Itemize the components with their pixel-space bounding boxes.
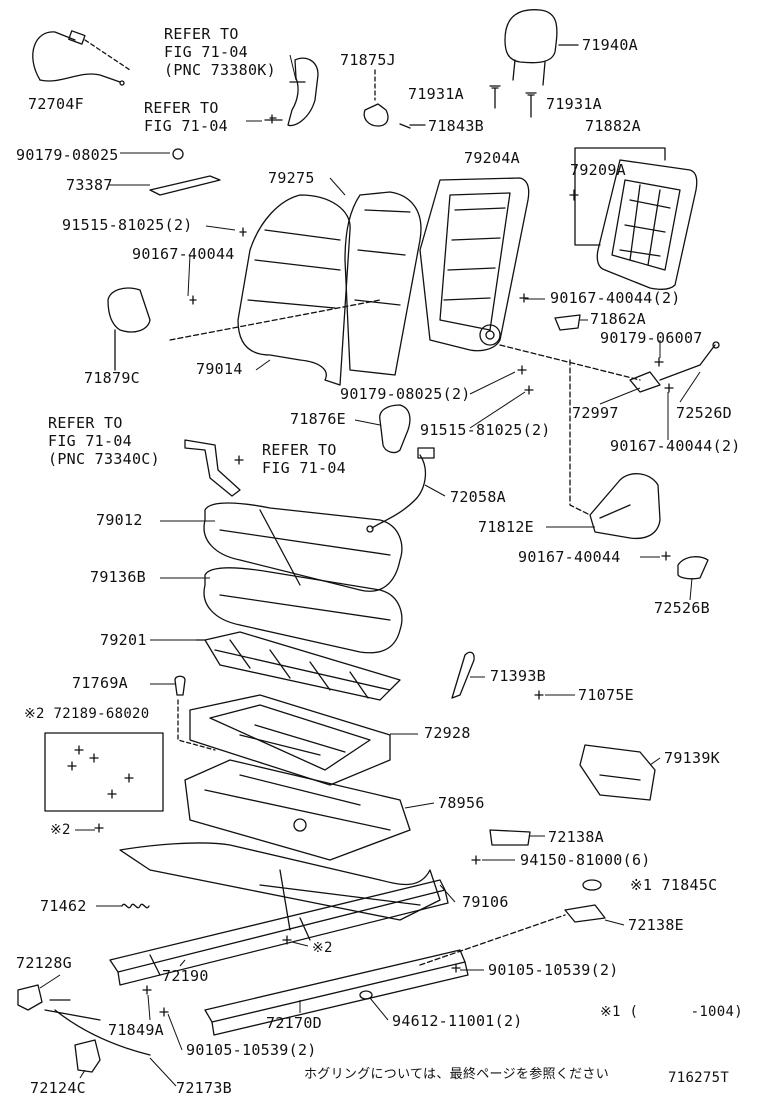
part-label-72170D: 72170D [266,1014,322,1032]
part-label-71879C: 71879C [84,369,140,387]
seat-pan-shape [189,694,391,786]
part-label-72997: 72997 [572,404,619,422]
refer-note-1-line1: REFER TO [164,25,239,43]
part-label-71862A: 71862A [590,310,646,328]
part-label-90105-10539-a: 90105-10539(2) [488,961,619,979]
part-label-71882A: 71882A [585,117,641,135]
part-label-90105-10539-b: 90105-10539(2) [186,1041,317,1059]
part-label-94612-11001: 94612-11001(2) [392,1012,523,1030]
refer-note-3-line3: (PNC 73340C) [48,450,160,468]
part-label-90167-40044-a: 90167-40044 [132,245,235,263]
japanese-note: ホグリングについては、最終ページを参照ください [304,1067,609,1082]
part-label-90179-08025-2: 90179-08025(2) [340,385,471,403]
part-label-71812E: 71812E [478,518,534,536]
part-label-79275: 79275 [268,169,315,187]
refer-note-4-line1: REFER TO [262,441,337,459]
part-label-79106: 79106 [462,893,509,911]
part-label-90167-40044-2b: 90167-40044(2) [610,437,741,455]
part-label-71462: 71462 [40,897,87,915]
refer-note-3-line1: REFER TO [48,414,123,432]
figure-id: 716275T [668,1070,730,1086]
part-label-71393B: 71393B [490,667,546,685]
part-label-94150-81000: 94150-81000(6) [520,851,651,869]
seat-cover-shape [203,502,403,592]
part-label-79204A: 79204A [464,149,520,167]
part-label-90179-06007: 90179-06007 [600,329,703,347]
part-label-72704F: 72704F [28,95,84,113]
part-label-71875J: 71875J [340,51,396,69]
part-label-71843B: 71843B [428,117,484,135]
part-label-91515-81025-a: 91515-81025(2) [62,216,193,234]
belt-buckle-shape [287,57,319,127]
refer-note-3-line2: FIG 71-04 [48,432,132,450]
part-label-72138E: 72138E [628,916,684,934]
part-label-79209A: 79209A [570,161,626,179]
part-label-90167-40044-b: 90167-40044 [518,548,621,566]
part-label-72128G: 72128G [16,954,72,972]
part-label-71876E: 71876E [290,410,346,428]
cable-72704F-shape [32,30,125,86]
seatback-frame-shape [419,177,530,352]
part-label-72138A: 72138A [548,828,604,846]
part-label-72124C: 72124C [30,1079,86,1097]
part-label-79012: 79012 [96,511,143,529]
part-label-79136B: 79136B [90,568,146,586]
part-label-71769A: 71769A [72,674,128,692]
part-label-71931A-right: 71931A [546,95,602,113]
footnote-1: ※1 ( -1004) [600,1004,743,1020]
part-label-91515-81025-b: 91515-81025(2) [420,421,551,439]
note-mark-2-lower: ※2 [312,940,333,956]
part-label-78956: 78956 [438,794,485,812]
refer-note-1-line3: (PNC 73380K) [164,61,276,79]
part-label-72190: 72190 [162,967,209,985]
refer-note-2-line1: REFER TO [144,99,219,117]
headrest-shape [504,9,558,86]
part-label-79201: 79201 [100,631,147,649]
part-label-71940A: 71940A [582,36,638,54]
part-label-90179-08025: 90179-08025 [16,146,119,164]
part-label-79139K: 79139K [664,749,720,767]
refer-note-2-line2: FIG 71-04 [144,117,228,135]
back-board-shape [596,159,698,290]
part-label-72173B: 72173B [176,1079,232,1097]
part-label-71849A: 71849A [108,1021,164,1039]
part-label-72928: 72928 [424,724,471,742]
part-label-71931A-left: 71931A [408,85,464,103]
part-label-72526B: 72526B [654,599,710,617]
seatback-cover-shape [237,191,422,386]
refer-note-4-line2: FIG 71-04 [262,459,346,477]
seat-track-outer-shape [204,949,469,1036]
part-label-71845C: ※1 71845C [630,876,718,894]
refer-note-1-line2: FIG 71-04 [164,43,248,61]
part-label-72058A: 72058A [450,488,506,506]
part-label-79014: 79014 [196,360,243,378]
part-label-71075E: 71075E [578,686,634,704]
note-mark-2-upper: ※2 [50,822,71,838]
part-label-72526D: 72526D [676,404,732,422]
part-label-73387: 73387 [66,176,113,194]
part-label-72189-68020: ※2 72189-68020 [24,706,150,722]
part-label-90167-40044-2a: 90167-40044(2) [550,289,681,307]
